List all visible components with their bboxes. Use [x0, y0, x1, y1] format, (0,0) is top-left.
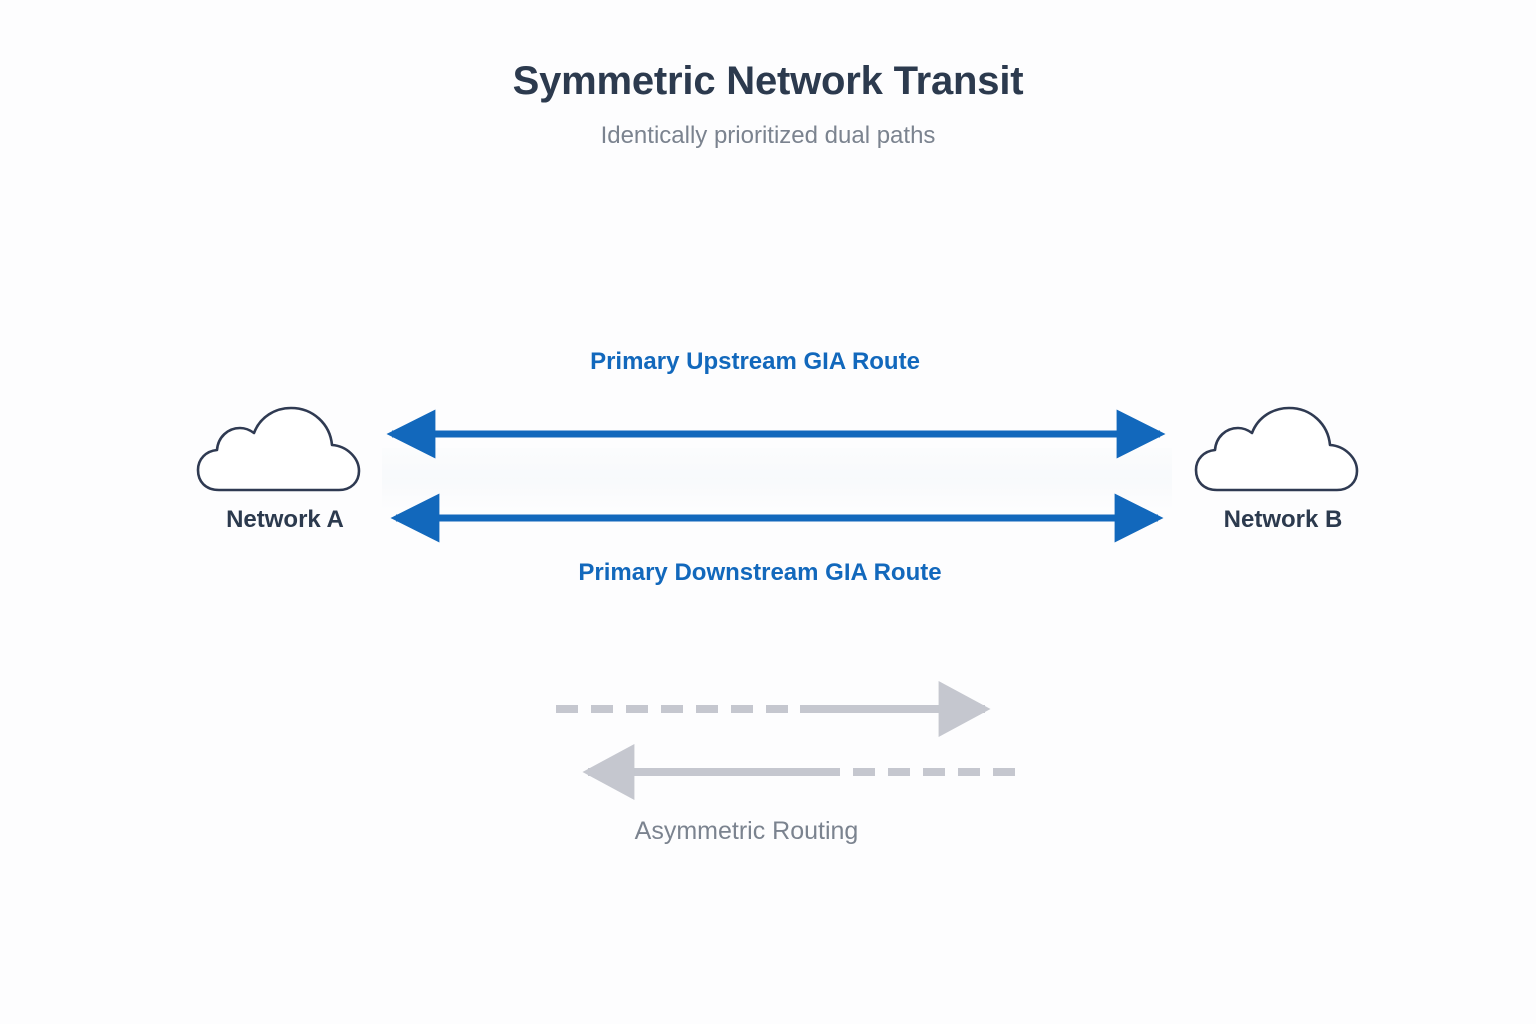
asymmetric-routing-label: Asymmetric Routing	[0, 816, 1536, 846]
route-label-upstream: Primary Upstream GIA Route	[0, 348, 1536, 377]
cloud-icon	[196, 406, 361, 492]
route-label-downstream: Primary Downstream GIA Route	[0, 559, 1536, 588]
route-label-downstream-text: Primary Downstream GIA Route	[578, 559, 942, 586]
node-network-b[interactable]: Network B	[1163, 405, 1403, 533]
node-network-a[interactable]: Network A	[165, 405, 405, 533]
asymmetric-routing-label-text: Asymmetric Routing	[634, 817, 859, 845]
cloud-icon	[1194, 406, 1359, 492]
node-label-network-b: Network B	[1223, 506, 1343, 533]
node-label-network-a: Network A	[226, 506, 344, 533]
route-label-upstream-text: Primary Upstream GIA Route	[590, 348, 920, 375]
